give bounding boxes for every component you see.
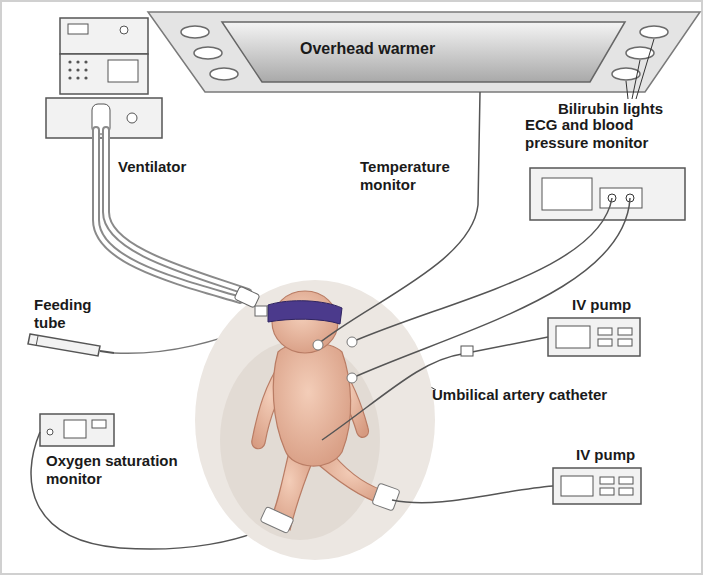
ventilator (68, 24, 88, 34)
ventilator (68, 60, 71, 63)
part-label: Ventilator (118, 158, 228, 176)
monitor-wire (318, 92, 480, 344)
part-label: Feeding tube (34, 296, 114, 332)
ventilator (68, 68, 71, 71)
feeding-syringe (28, 334, 100, 356)
leader-line (636, 39, 654, 99)
leader-line (632, 60, 640, 99)
monitor-wire (472, 337, 548, 352)
part-label: ECG and blood pressure monitor (525, 116, 697, 152)
bilirubin-light (210, 68, 238, 80)
iv-pump (598, 328, 612, 335)
iv-pump (619, 477, 633, 484)
part-label: Overhead warmer (300, 40, 500, 58)
limb-band (260, 483, 400, 534)
bilirubin-light (640, 26, 668, 38)
eye-shield (268, 301, 342, 324)
ventilator (120, 26, 128, 34)
blanket (220, 340, 380, 540)
part-label: IV pump (572, 296, 672, 314)
ventilator (76, 68, 79, 71)
catheter-connector (461, 346, 473, 356)
iv-pump (619, 488, 633, 495)
electrode (347, 337, 357, 347)
ventilator (46, 18, 162, 138)
blanket (195, 280, 435, 560)
ventilator-connector (234, 286, 267, 316)
ventilator (127, 113, 137, 123)
ventilator-connector (255, 306, 267, 316)
part-label: Oxygen saturation monitor (46, 452, 196, 488)
leader-line (626, 81, 628, 99)
monitor-wire (392, 486, 553, 503)
feeding-syringe (36, 336, 38, 346)
iv-pump (548, 318, 640, 356)
electrode (313, 340, 323, 350)
part-label: Temperature monitor (360, 158, 465, 194)
bilirubin-light (181, 26, 209, 38)
iv-pump (600, 488, 614, 495)
overhead-warmer (148, 12, 700, 92)
ventilator-tubing (96, 130, 240, 300)
limb-band (260, 506, 294, 533)
iv-pump (618, 339, 632, 346)
ventilator (68, 60, 87, 79)
iv-pump (556, 326, 590, 348)
ecg-monitor (542, 178, 592, 210)
ventilator (68, 76, 71, 79)
iv-pump (548, 318, 641, 504)
ventilator-tubing (96, 130, 248, 300)
overhead-warmer (148, 12, 700, 92)
oxygen-saturation-monitor (40, 414, 114, 446)
ventilator (60, 54, 148, 94)
oxygen-saturation-monitor (47, 429, 53, 435)
electrode (347, 373, 357, 383)
iv-pump (553, 468, 641, 504)
ventilator (84, 76, 87, 79)
bilirubin-light (181, 26, 668, 80)
oxygen-saturation-monitor (64, 420, 86, 438)
ventilator (76, 76, 79, 79)
limb-band (372, 483, 400, 511)
electrode (313, 337, 357, 383)
feeding-syringe (100, 351, 114, 353)
ventilator (108, 60, 138, 82)
ventilator (84, 60, 87, 63)
catheter-connector (461, 346, 473, 356)
baby (273, 343, 350, 466)
ventilator-tubing (96, 130, 240, 300)
monitor-wire (352, 198, 630, 378)
eye-shield (268, 301, 342, 324)
ecg-monitor (600, 188, 642, 208)
monitor-wire (352, 198, 612, 342)
bilirubin-light (194, 47, 222, 59)
blanket (195, 280, 435, 560)
iv-pump (598, 339, 612, 346)
iv-pump (561, 476, 593, 496)
ventilator-tubing (106, 130, 248, 292)
baby (252, 291, 390, 530)
oxygen-saturation-monitor (92, 420, 106, 428)
overhead-warmer (222, 22, 625, 82)
iv-pump (600, 477, 614, 484)
ventilator (60, 18, 148, 54)
part-label: Umbilical artery catheter (432, 386, 632, 404)
ventilator-connector (234, 286, 260, 308)
part-label: IV pump (576, 446, 676, 464)
part-label: Bilirubin lights (558, 100, 698, 118)
ventilator (76, 60, 79, 63)
ventilator-tubing (106, 130, 248, 292)
ventilator (84, 68, 87, 71)
iv-pump (618, 328, 632, 335)
